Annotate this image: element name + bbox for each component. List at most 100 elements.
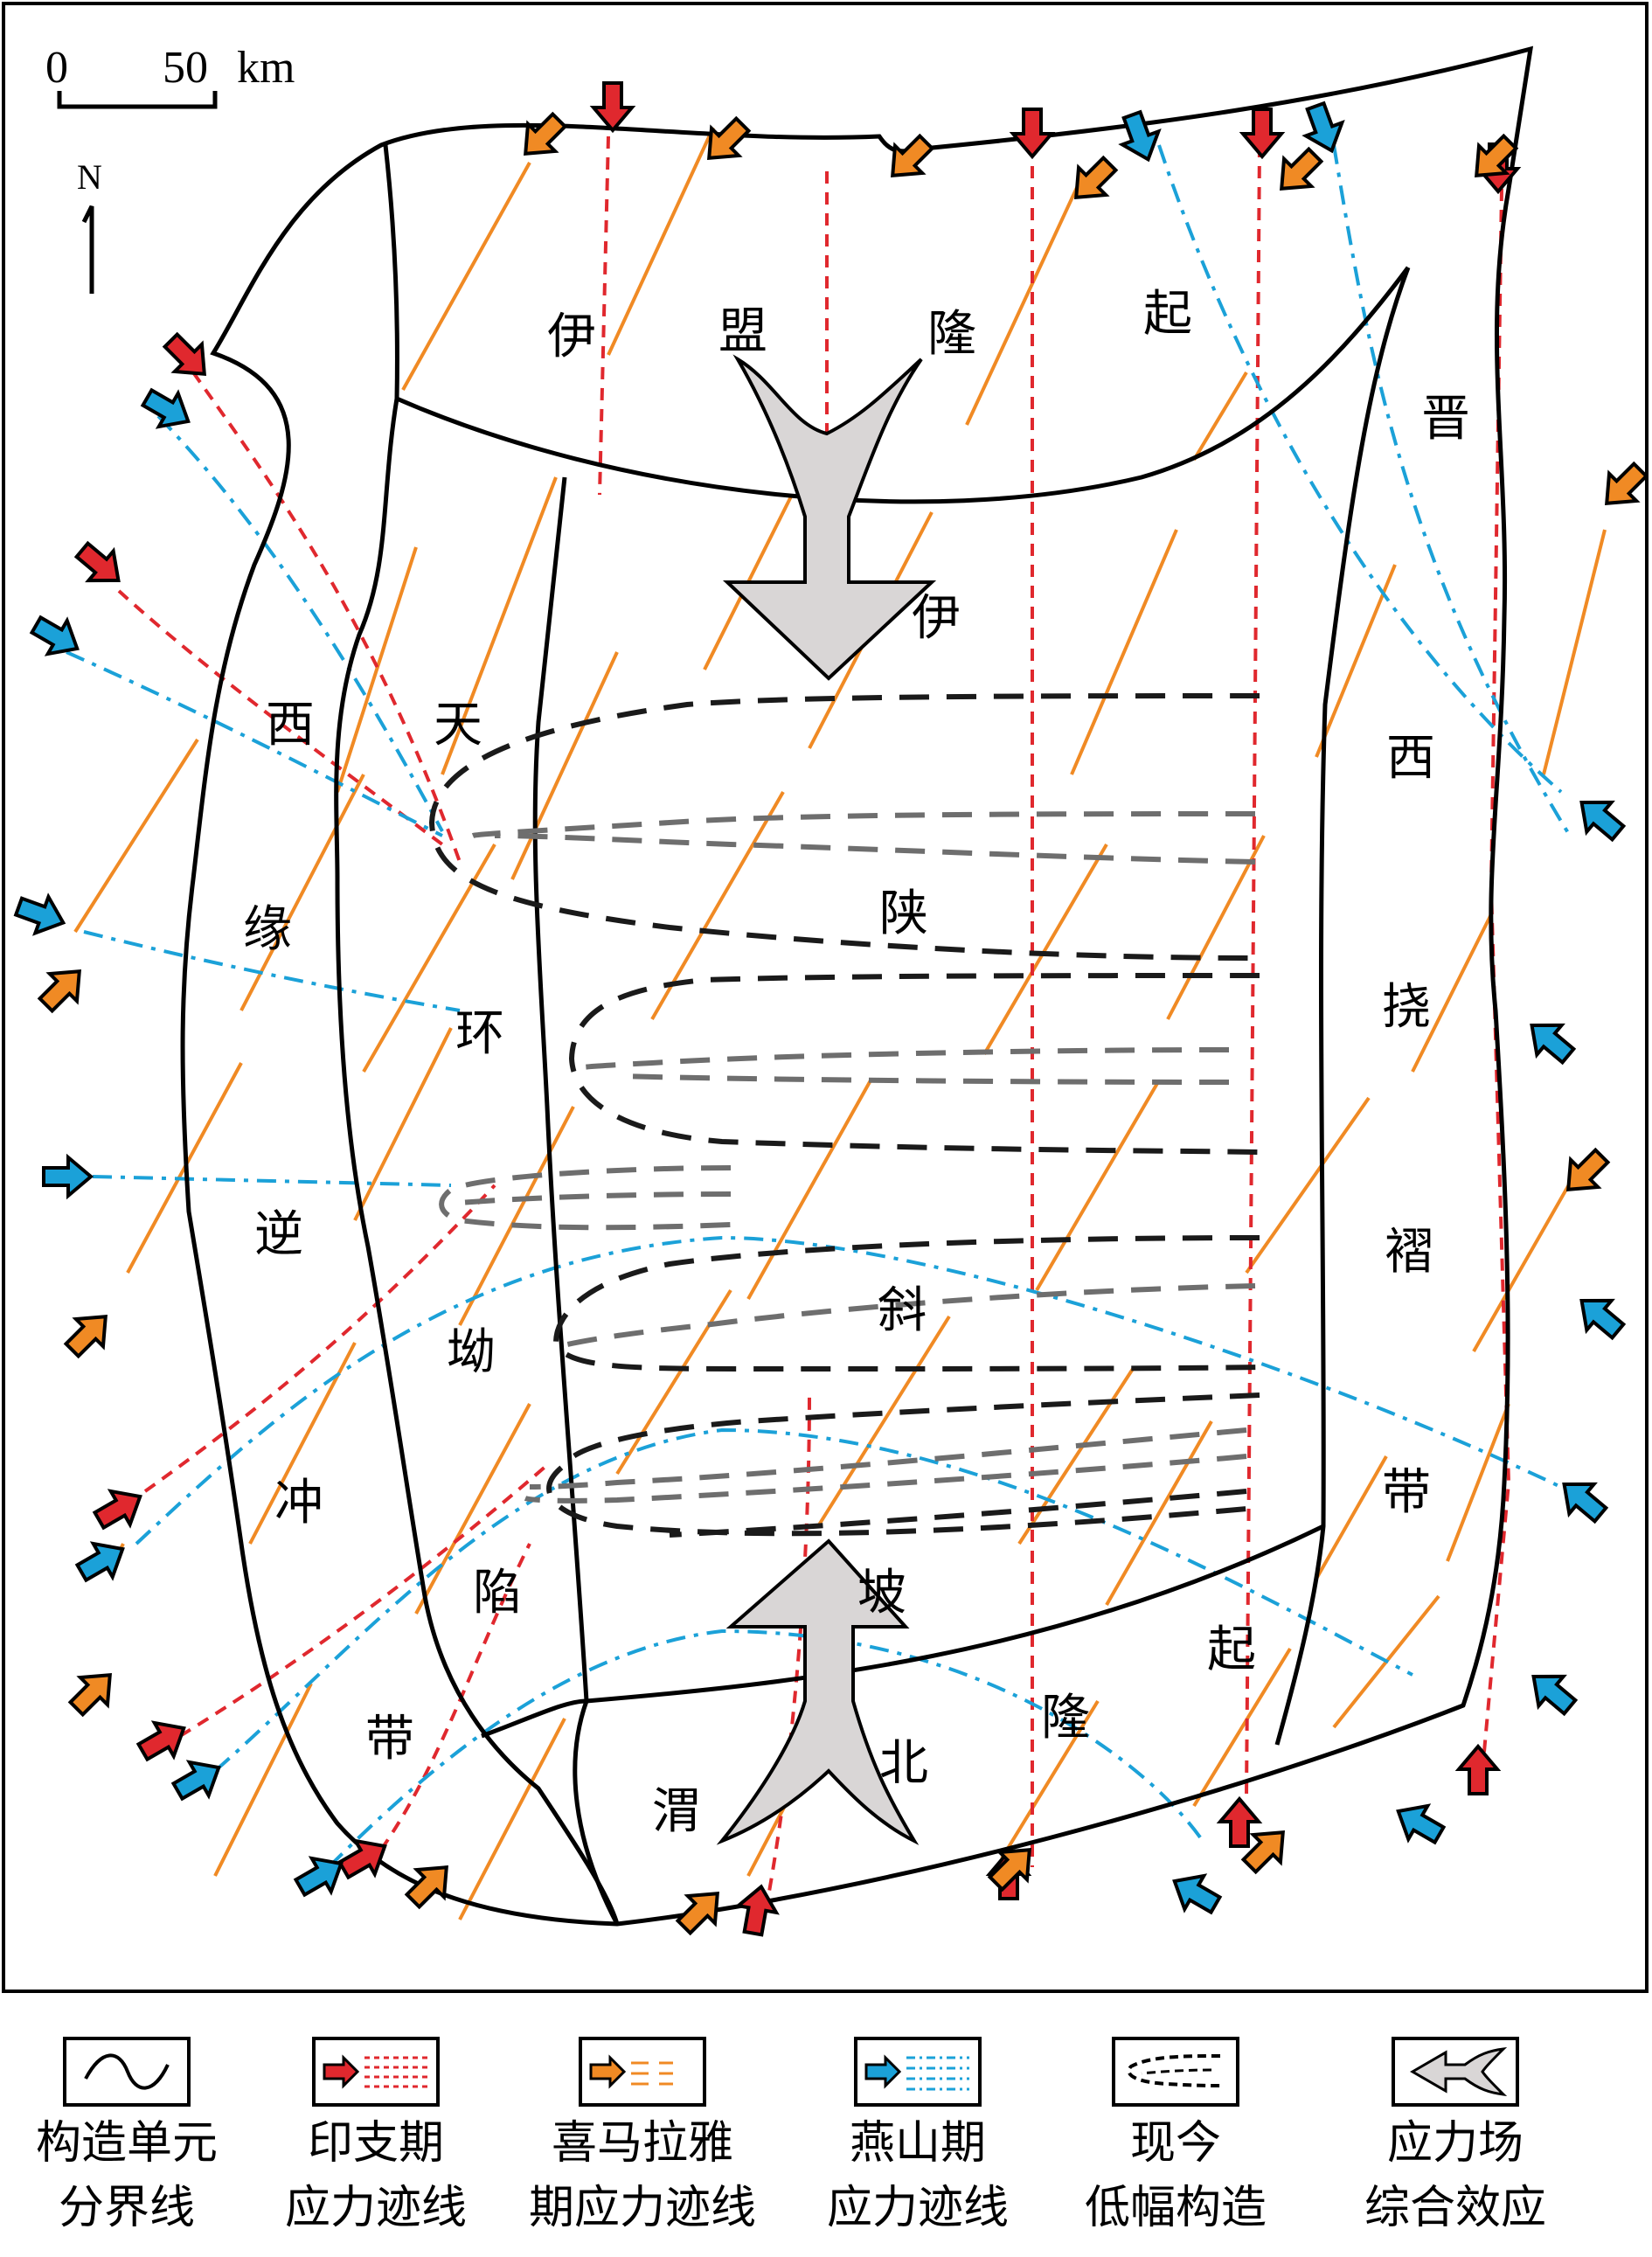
westmargin-char-2: 缘 — [243, 901, 292, 958]
legend-item-indosinian: 印支期 应力迹线 — [249, 2037, 503, 2236]
himalayan-line-40 — [1446, 1403, 1510, 1562]
legend-label-line2: 低幅构造 — [1084, 2182, 1267, 2234]
stress-direction-arrows — [13, 81, 1645, 1937]
yanshan-line-2 — [66, 650, 443, 837]
himalayan-line-22 — [458, 1106, 575, 1326]
low-amplitude-structures — [428, 693, 1260, 1538]
arrow-head-36 — [170, 1760, 221, 1802]
yishan-char-3: 斜 — [878, 1282, 927, 1339]
legend-label-line1: 现今 — [1129, 2117, 1221, 2170]
basin-outline — [180, 45, 1534, 1927]
stress-arrow-himalayan-17 — [1074, 155, 1119, 199]
stress-arrow-yanshan-44 — [1172, 1873, 1223, 1915]
yanshan-line-3 — [83, 930, 461, 1012]
combined-effect-arrows — [716, 354, 937, 1845]
arrow-head-10 — [734, 1884, 780, 1937]
indosinian-line-4 — [1245, 144, 1261, 1798]
arrow-head-19 — [1475, 133, 1519, 177]
yanshan-line-5 — [135, 1235, 1571, 1545]
himalayan-line-28 — [414, 1403, 531, 1615]
blue-arrow-dashdot-icon — [854, 2037, 982, 2107]
tianhuan-east-boundary — [532, 476, 589, 1702]
himalayan-line-19 — [1411, 913, 1493, 1073]
indosinian-line-10 — [379, 1543, 531, 1851]
legend-label-line2: 应力迹线 — [826, 2182, 1009, 2234]
north-arrow: N — [77, 157, 102, 294]
jinxi-char-4: 褶 — [1385, 1224, 1433, 1281]
tianhuan-char-1: 天 — [434, 697, 482, 753]
yimeng-south-boundary — [396, 266, 1410, 504]
himalayan-line-23 — [746, 1080, 872, 1300]
structural-boundaries — [180, 45, 1534, 1927]
yimeng-char-3: 隆 — [927, 306, 976, 363]
stress-arrow-himalayan-21 — [1566, 1147, 1611, 1191]
jinxi-char-2: 西 — [1386, 730, 1435, 787]
stress-arrow-indosinian-5 — [162, 331, 206, 376]
stress-arrow-himalayan-18 — [1280, 146, 1324, 191]
tianhuan-char-4: 陷 — [473, 1565, 522, 1622]
stress-arrow-himalayan-20 — [1605, 461, 1645, 505]
himalayan-line-38 — [1192, 1647, 1292, 1808]
stress-arrow-yanshan-43 — [1396, 1803, 1447, 1845]
himalayan-line-29 — [615, 1288, 732, 1476]
westmargin-char-3: 逆 — [254, 1206, 303, 1263]
south-big-arrow — [716, 1538, 920, 1845]
himalayan-line-6 — [441, 476, 558, 775]
jinxi-char-1: 晋 — [1421, 391, 1470, 448]
westmargin-char-1: 西 — [266, 697, 315, 753]
stress-arrow-himalayan-28 — [1240, 1830, 1285, 1875]
yimeng-char-2: 盟 — [718, 303, 767, 360]
north-big-arrow — [722, 354, 937, 681]
himalayan-line-34 — [213, 1683, 313, 1877]
yanshan-stress-lines — [66, 144, 1572, 1869]
stress-arrow-indosinian-12 — [1216, 1795, 1263, 1848]
stress-arrow-indosinian-13 — [1454, 1743, 1502, 1795]
stress-arrow-yanshan-36 — [170, 1760, 221, 1802]
stress-arrow-himalayan-16 — [891, 133, 935, 177]
arrow-head-40 — [1579, 1298, 1627, 1341]
legend-label-line1: 燕山期 — [849, 2117, 986, 2170]
jinxi-char-3: 挠 — [1382, 979, 1431, 1036]
stress-arrow-himalayan-14 — [524, 111, 568, 156]
scale-fifty: 50 — [163, 43, 208, 93]
arrow-head-29 — [1118, 109, 1162, 163]
himalayan-line-31 — [1017, 1367, 1135, 1545]
tianhuan-char-2: 环 — [455, 1005, 504, 1062]
stress-arrow-yanshan-35 — [74, 1541, 125, 1583]
indosinian-line-6 — [191, 371, 462, 863]
red-arrow-dash-icon — [312, 2037, 440, 2107]
indosinian-line-11 — [764, 1394, 811, 1912]
indosinian-line-5 — [1481, 188, 1511, 1772]
weibei-char-2: 北 — [879, 1735, 928, 1792]
stress-arrow-himalayan-24 — [67, 1673, 112, 1718]
ordos-stress-map: 0 50 km N — [13, 43, 1645, 1937]
himalayan-line-32 — [1105, 1420, 1213, 1606]
legend-label-line2: 期应力迹线 — [528, 2182, 756, 2234]
stress-arrow-indosinian-1 — [589, 81, 636, 134]
legend-label-line1: 构造单元 — [35, 2117, 218, 2170]
himalayan-line-24 — [1035, 1079, 1161, 1292]
indosinian-line-9 — [178, 1463, 549, 1738]
weibei-char-1: 渭 — [652, 1783, 701, 1840]
jinxi-char-5: 带 — [1382, 1464, 1431, 1521]
legend-item-combined: 应力场 综合效应 — [1329, 2037, 1582, 2236]
stress-arrow-yanshan-31 — [140, 387, 191, 429]
yishan-char-2: 陕 — [879, 885, 928, 942]
himalayan-line-25 — [1245, 1096, 1371, 1274]
dashed-fold-icon — [1112, 2037, 1239, 2107]
himalayan-line-18 — [1166, 835, 1266, 1020]
westmargin-char-4: 冲 — [274, 1475, 323, 1531]
yimeng-char-4: 起 — [1143, 286, 1192, 343]
himalayan-line-3 — [965, 179, 1082, 426]
arrow-head-42 — [1531, 1674, 1579, 1717]
stress-arrow-yanshan-32 — [29, 615, 80, 656]
stress-arrow-himalayan-25 — [404, 1865, 448, 1910]
legend-label-line2: 分界线 — [58, 2182, 195, 2234]
arrow-head-24 — [67, 1673, 112, 1718]
weibei-char-3: 隆 — [1041, 1690, 1090, 1747]
stress-arrow-yanshan-34 — [42, 1153, 94, 1200]
stress-arrow-indosinian-7 — [92, 1489, 142, 1531]
himalayan-line-4 — [1192, 371, 1248, 462]
himalayan-line-17 — [982, 843, 1108, 1056]
arrow-head-28 — [1240, 1830, 1285, 1875]
